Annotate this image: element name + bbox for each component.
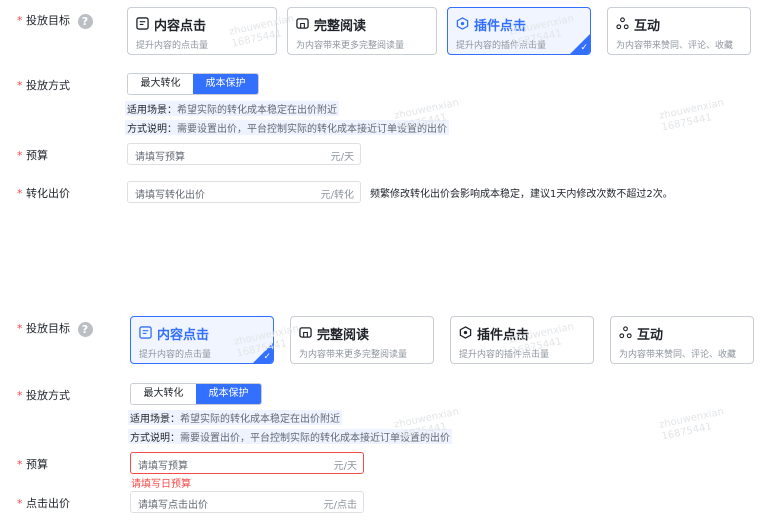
bid-row-label: * 转化出价 [17,185,70,201]
budget-row-label: * 预算 [17,456,48,472]
budget-label: 预算 [26,149,48,162]
card-desc: 提升内容的点击量 [136,41,209,51]
required-mark: * [17,389,23,402]
card-title: 插件点击 [477,328,530,343]
full-read-icon [296,18,309,29]
bid-placeholder: 请填写转化出价 [135,190,205,201]
selected-corner [253,343,273,363]
card-title: 内容点击 [157,328,210,343]
method-row-label: * 投放方式 [17,387,70,403]
goal-card-plugin-click[interactable]: 插件点击 提升内容的插件点击量 [450,316,594,364]
method-row-label: * 投放方式 [17,77,70,93]
desc-text: 需要设置出价，平台控制实际的转化成本接近订单设置的出价 [177,124,447,135]
card-desc: 为内容带来更多完整阅读量 [296,41,405,51]
method-option-cost-protection[interactable]: 成本保护 [193,74,258,94]
scene-key: 适用场景： [130,414,180,425]
method-segmented-control: 最大转化 成本保护 [127,73,259,95]
goal-row-label: * 投放目标 ? [17,320,93,337]
interaction-icon [619,326,632,339]
card-desc: 为内容带来赞同、评论、收藏 [616,41,734,51]
selected-corner [570,34,590,54]
required-mark: * [17,79,23,92]
card-desc: 提升内容的插件点击量 [456,41,547,51]
required-mark: * [17,322,23,335]
goal-card-plugin-click[interactable]: 插件点击 提升内容的插件点击量 ✓ [447,7,591,55]
bid-placeholder: 请填写点击出价 [138,500,208,511]
budget-row-label: * 预算 [17,147,48,163]
goal-card-content-click[interactable]: 内容点击 提升内容的点击量 ✓ [130,316,274,364]
required-mark: * [17,14,23,27]
bid-label: 转化出价 [26,187,70,200]
method-desc-note: 方式说明：需要设置出价，平台控制实际的转化成本接近订单设置的出价 [125,120,449,135]
card-title: 完整阅读 [314,19,367,34]
bid-hint: 频繁修改转化出价会影响成本稳定，建议1天内修改次数不超过2次。 [370,189,673,200]
desc-key: 方式说明： [130,433,180,444]
required-mark: * [17,497,23,510]
budget-placeholder: 请填写预算 [138,461,188,472]
scene-text: 希望实际的转化成本稳定在出价附近 [180,414,340,425]
goal-label: 投放目标 [26,14,70,27]
card-title: 互动 [634,19,661,34]
interaction-icon [616,17,629,30]
content-click-icon [136,17,149,30]
plugin-click-icon [459,326,472,339]
bid-suffix: 元/转化 [320,190,354,201]
scene-text: 希望实际的转化成本稳定在出价附近 [177,105,337,116]
goal-row-label: * 投放目标 ? [17,12,93,29]
budget-input[interactable]: 请填写预算 元/天 [130,452,364,474]
check-icon: ✓ [580,43,588,53]
budget-placeholder: 请填写预算 [135,152,185,163]
desc-key: 方式说明： [127,124,177,135]
card-title: 完整阅读 [317,328,370,343]
budget-suffix: 元/天 [333,461,357,472]
bid-label: 点击出价 [26,497,70,510]
content-click-icon [139,326,152,339]
method-option-max-conversion[interactable]: 最大转化 [128,74,193,94]
method-label: 投放方式 [26,79,70,92]
bid-row-label: * 点击出价 [17,495,70,511]
budget-error-message: 请填写日预算 [131,479,191,490]
method-label: 投放方式 [26,389,70,402]
card-title: 插件点击 [474,19,527,34]
card-desc: 提升内容的插件点击量 [459,350,550,360]
full-read-icon [299,327,312,338]
required-mark: * [17,187,23,200]
check-icon: ✓ [263,352,271,362]
budget-suffix: 元/天 [330,152,354,163]
card-title: 内容点击 [154,19,207,34]
plugin-click-icon [456,17,469,30]
conversion-bid-input[interactable]: 请填写转化出价 元/转化 [127,181,361,203]
goal-card-content-click[interactable]: 内容点击 提升内容的点击量 [127,7,277,55]
card-title: 互动 [637,328,664,343]
desc-text: 需要设置出价，平台控制实际的转化成本接近订单设置的出价 [180,433,450,444]
scene-note: 适用场景：希望实际的转化成本稳定在出价附近 [128,410,342,425]
method-option-cost-protection[interactable]: 成本保护 [196,384,261,404]
help-icon[interactable]: ? [77,321,93,337]
card-desc: 提升内容的点击量 [139,350,212,360]
budget-input[interactable]: 请填写预算 元/天 [127,143,361,165]
card-desc: 为内容带来赞同、评论、收藏 [619,350,737,360]
method-option-max-conversion[interactable]: 最大转化 [131,384,196,404]
budget-label: 预算 [26,458,48,471]
required-mark: * [17,149,23,162]
scene-note: 适用场景：希望实际的转化成本稳定在出价附近 [125,101,339,116]
method-segmented-control: 最大转化 成本保护 [130,383,262,405]
goal-card-full-read[interactable]: 完整阅读 为内容带来更多完整阅读量 [290,316,434,364]
goal-label: 投放目标 [26,322,70,335]
required-mark: * [17,458,23,471]
scene-key: 适用场景： [127,105,177,116]
click-bid-input[interactable]: 请填写点击出价 元/点击 [130,491,364,513]
goal-card-interaction[interactable]: 互动 为内容带来赞同、评论、收藏 [607,7,751,55]
bid-suffix: 元/点击 [323,500,357,511]
goal-card-full-read[interactable]: 完整阅读 为内容带来更多完整阅读量 [287,7,437,55]
goal-card-interaction[interactable]: 互动 为内容带来赞同、评论、收藏 [610,316,754,364]
card-desc: 为内容带来更多完整阅读量 [299,350,408,360]
help-icon[interactable]: ? [77,13,93,29]
method-desc-note: 方式说明：需要设置出价，平台控制实际的转化成本接近订单设置的出价 [128,429,452,444]
